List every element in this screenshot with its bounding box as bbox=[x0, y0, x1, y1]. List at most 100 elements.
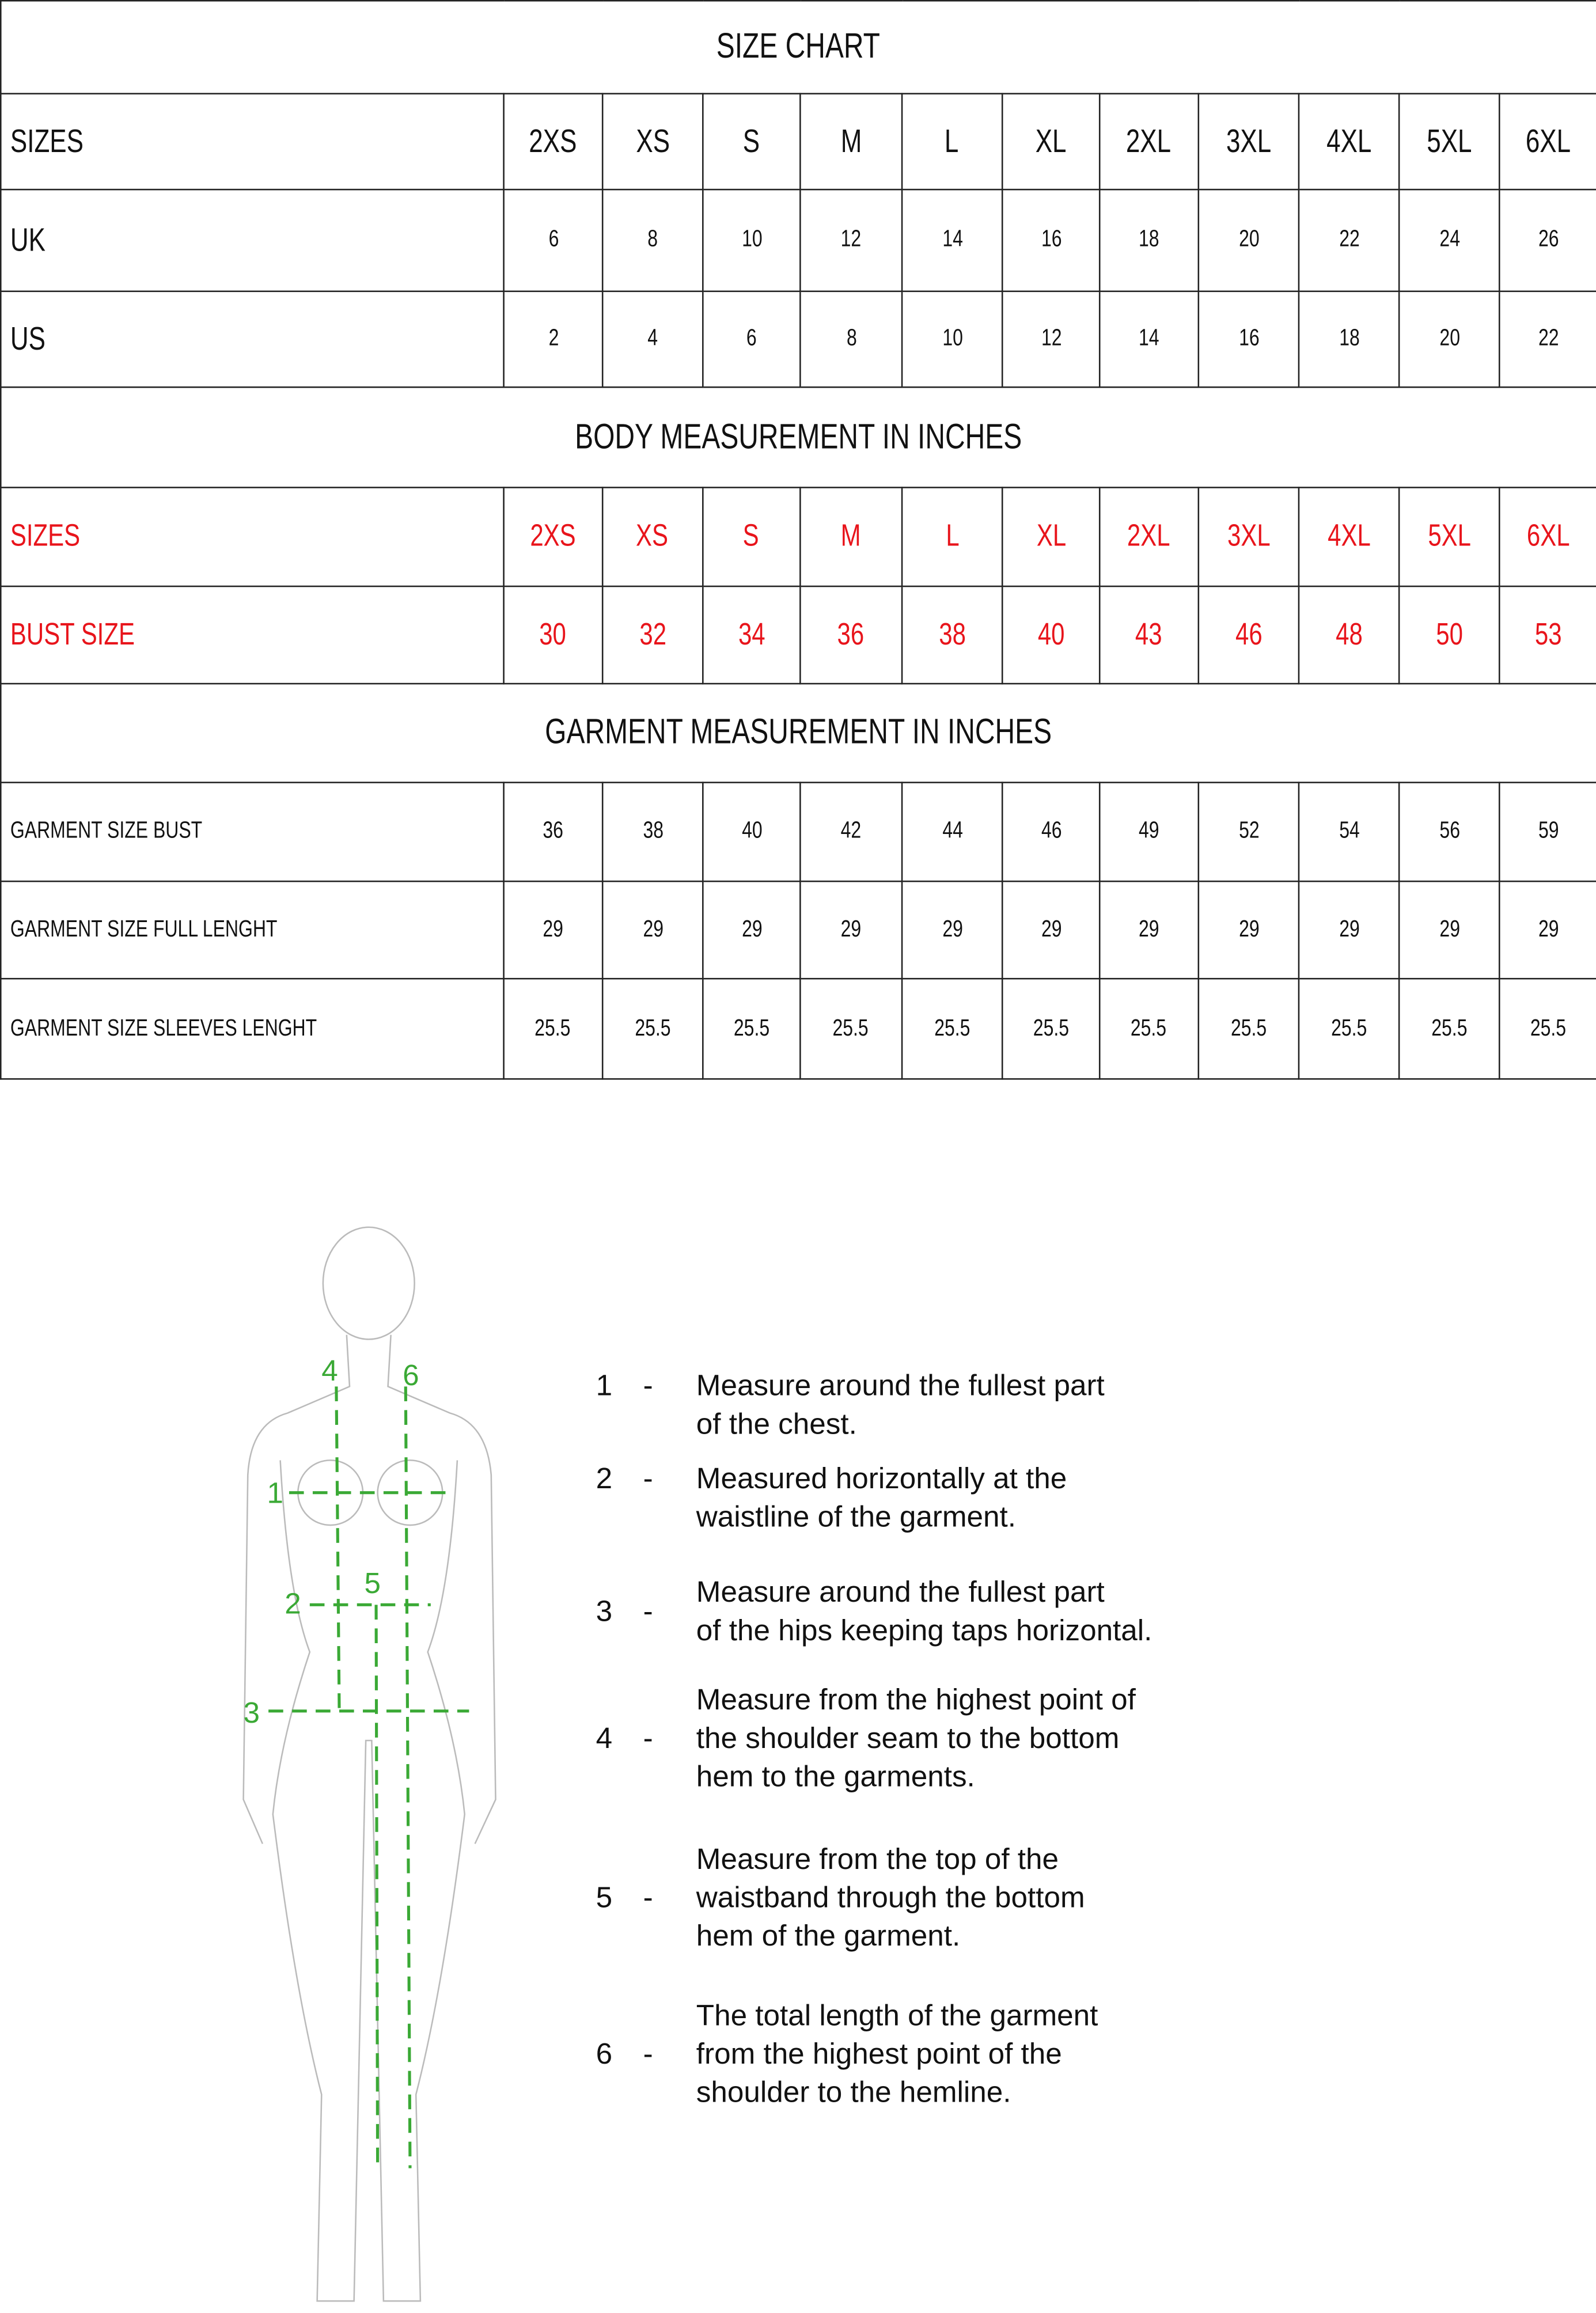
table-cell: 2XS bbox=[503, 487, 604, 587]
table-cell: 8 bbox=[601, 188, 704, 293]
row-label: SIZES bbox=[0, 487, 505, 587]
table-cell: 29 bbox=[1197, 880, 1300, 980]
cell-value: 40 bbox=[1037, 617, 1065, 651]
cell-value: 22 bbox=[1339, 227, 1359, 252]
cell-value: 29 bbox=[1139, 916, 1159, 942]
cell-value: 52 bbox=[1238, 818, 1259, 844]
table-cell: 25.5 bbox=[1098, 977, 1200, 1080]
table-cell: 22 bbox=[1498, 290, 1596, 388]
cell-value: 18 bbox=[1139, 227, 1159, 252]
cell-value: 29 bbox=[741, 916, 762, 942]
table-cell: 54 bbox=[1298, 782, 1400, 882]
cell-value: 25.5 bbox=[635, 1015, 671, 1041]
body-measurement-title: BODY MEASUREMENT IN INCHES bbox=[0, 386, 1596, 488]
table-cell: 8 bbox=[799, 290, 903, 388]
cell-value: S bbox=[743, 519, 760, 553]
table-cell: 14 bbox=[901, 188, 1003, 293]
step-dash: - bbox=[643, 1596, 653, 1629]
table-cell: 10 bbox=[901, 290, 1003, 388]
table-cell: 12 bbox=[799, 188, 903, 293]
table-cell: 29 bbox=[503, 880, 604, 980]
table-cell: 52 bbox=[1197, 782, 1300, 882]
table-cell: 4 bbox=[601, 290, 704, 388]
cell-value: 46 bbox=[1040, 818, 1062, 844]
table-cell: 29 bbox=[1298, 880, 1400, 980]
garment-measurement-title: GARMENT MEASUREMENT IN INCHES bbox=[0, 682, 1596, 783]
cell-value: 46 bbox=[1235, 617, 1263, 651]
label-text: GARMENT SIZE BUST bbox=[10, 818, 203, 844]
figure-label-6: 6 bbox=[403, 1359, 419, 1391]
cell-value: 2XL bbox=[1126, 122, 1172, 160]
cell-value: 25.5 bbox=[535, 1015, 571, 1041]
table-cell: 14 bbox=[1098, 290, 1200, 388]
cell-value: 40 bbox=[741, 818, 762, 844]
cell-value: 2XS bbox=[530, 519, 577, 553]
cell-value: 5XL bbox=[1427, 122, 1472, 160]
table-cell: XL bbox=[1001, 487, 1101, 587]
label-text: BUST SIZE bbox=[10, 617, 135, 651]
table-cell: 29 bbox=[1001, 880, 1101, 980]
cell-value: 29 bbox=[1238, 916, 1259, 942]
cell-value: 29 bbox=[840, 916, 862, 942]
step-dash: - bbox=[643, 1723, 653, 1755]
table-cell: 40 bbox=[1001, 585, 1101, 685]
label-text: US bbox=[10, 320, 46, 357]
cell-value: 25.5 bbox=[1530, 1015, 1566, 1041]
cell-value: 32 bbox=[639, 617, 666, 651]
step-number: 2 bbox=[596, 1463, 613, 1496]
garment-length-row: GARMENT SIZE FULL LENGHT 29 29 29 29 29 29 29 29… bbox=[0, 880, 1596, 980]
step-dash: - bbox=[643, 1370, 653, 1403]
table-cell: 36 bbox=[503, 782, 604, 882]
table-cell: 3XL bbox=[1197, 487, 1300, 587]
cell-value: 29 bbox=[543, 916, 564, 942]
table-cell: 2XL bbox=[1098, 93, 1200, 191]
row-label: US bbox=[0, 290, 505, 388]
table-cell: 22 bbox=[1298, 188, 1400, 293]
table-cell: 29 bbox=[799, 880, 903, 980]
step-dash: - bbox=[643, 2038, 653, 2071]
table-cell: S bbox=[702, 93, 801, 191]
cell-value: 25.5 bbox=[1431, 1015, 1468, 1041]
table-cell: S bbox=[702, 487, 801, 587]
cell-value: 14 bbox=[942, 227, 962, 252]
table-cell: 40 bbox=[702, 782, 801, 882]
table-cell: 49 bbox=[1098, 782, 1200, 882]
label-text: BODY MEASUREMENT IN INCHES bbox=[575, 416, 1022, 457]
cell-value: 48 bbox=[1335, 617, 1363, 651]
cell-value: 34 bbox=[738, 617, 765, 651]
cell-value: 25.5 bbox=[1230, 1015, 1267, 1041]
cell-value: 29 bbox=[1439, 916, 1459, 942]
cell-value: 20 bbox=[1238, 227, 1259, 252]
cell-value: 25.5 bbox=[1033, 1015, 1069, 1041]
cell-value: 2XS bbox=[529, 122, 577, 160]
cell-value: 2XL bbox=[1127, 519, 1171, 553]
cell-value: 29 bbox=[942, 916, 962, 942]
cell-value: 4 bbox=[647, 325, 658, 351]
label-text: SIZE CHART bbox=[717, 26, 881, 67]
table-cell: 5XL bbox=[1398, 487, 1500, 587]
cell-value: 25.5 bbox=[1330, 1015, 1367, 1041]
step-dash: - bbox=[643, 1463, 653, 1496]
label-text: GARMENT SIZE FULL LENGHT bbox=[10, 916, 278, 942]
cell-value: L bbox=[945, 122, 960, 160]
table-cell: 20 bbox=[1398, 290, 1500, 388]
table-cell: L bbox=[901, 487, 1003, 587]
table-cell: 24 bbox=[1398, 188, 1500, 293]
cell-value: 25.5 bbox=[733, 1015, 769, 1041]
cell-value: 38 bbox=[938, 617, 966, 651]
table-cell: L bbox=[901, 93, 1003, 191]
table-cell: M bbox=[799, 487, 903, 587]
table-cell: 6 bbox=[503, 188, 604, 293]
table-cell: 25.5 bbox=[901, 977, 1003, 1080]
cell-value: 2 bbox=[548, 325, 559, 351]
table-cell: 29 bbox=[1098, 880, 1200, 980]
step-text: Measure from the top of the waistband th… bbox=[696, 1844, 1085, 1953]
table-cell: 5XL bbox=[1398, 93, 1500, 191]
table-cell: 25.5 bbox=[503, 977, 604, 1080]
table-cell: 20 bbox=[1197, 188, 1300, 293]
cell-value: 25.5 bbox=[934, 1015, 971, 1041]
